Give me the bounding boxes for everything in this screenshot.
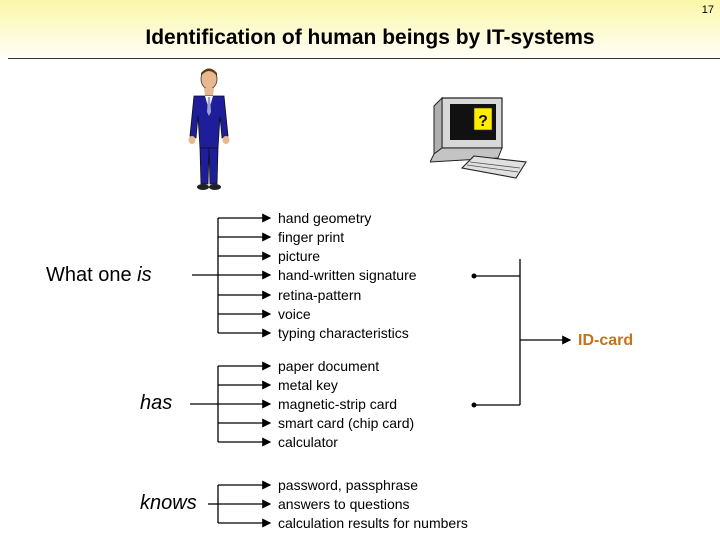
category-is-prefix: What one [46, 264, 138, 286]
list-item: calculation results for numbers [278, 515, 468, 531]
category-is: What one is [46, 264, 152, 287]
list-item: smart card (chip card) [278, 415, 415, 431]
category-is-word: is [137, 264, 152, 286]
person-icon [188, 68, 230, 190]
list-item: picture [278, 248, 321, 264]
list-item: finger print [278, 229, 345, 245]
list-item: paper document [278, 358, 380, 374]
list-item: metal key [278, 377, 338, 393]
slide-title: Identification of human beings by IT-sys… [145, 26, 595, 49]
category-knows: knows [140, 492, 197, 514]
list-item: hand geometry [278, 210, 372, 226]
list-item: magnetic-strip card [278, 396, 398, 412]
list-item: password, passphrase [278, 477, 419, 493]
list-item: retina-pattern [278, 287, 362, 303]
list-item: voice [278, 306, 311, 322]
list-item: typing characteristics [278, 325, 409, 341]
list-item: hand-written signature [278, 267, 417, 283]
id-card-label: ID-card [578, 332, 634, 349]
page-number: 17 [701, 4, 714, 16]
title-rule [8, 58, 720, 59]
list-item: answers to questions [278, 496, 410, 512]
computer-icon: ? [430, 96, 527, 179]
screen-question-mark: ? [478, 113, 488, 130]
category-has: has [140, 392, 173, 414]
header-band [0, 0, 720, 62]
list-item: calculator [278, 434, 338, 450]
